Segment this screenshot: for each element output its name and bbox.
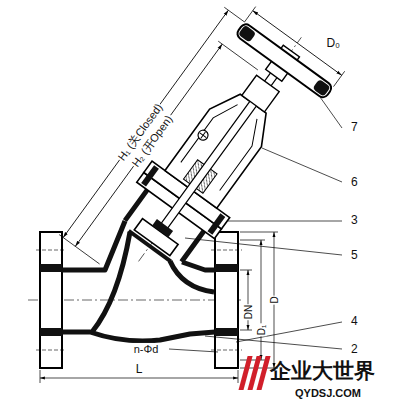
bonnet-assembly <box>59 0 346 314</box>
callout-number: 7 <box>350 121 359 134</box>
dimension-label: DN <box>243 304 254 320</box>
leader-lines <box>169 97 342 352</box>
callout-number: 2 <box>350 343 359 356</box>
dimension-label: D <box>269 295 280 304</box>
left-flange <box>36 232 66 368</box>
watermark: QYDSJ.COM <box>294 387 362 399</box>
dimension-label: L <box>135 363 144 376</box>
callout-number: 5 <box>350 249 359 262</box>
callout-number: 4 <box>350 315 359 328</box>
dimension-label: n-Φd <box>133 343 160 355</box>
watermark-logo <box>238 356 270 390</box>
dimension-label: D₁ <box>256 324 267 337</box>
watermark: 企业大世界 <box>269 359 376 382</box>
callout-number: 3 <box>350 214 359 227</box>
callout-number: 6 <box>350 176 359 189</box>
right-flange <box>211 232 242 368</box>
dimension-label: D₀ <box>325 38 341 51</box>
